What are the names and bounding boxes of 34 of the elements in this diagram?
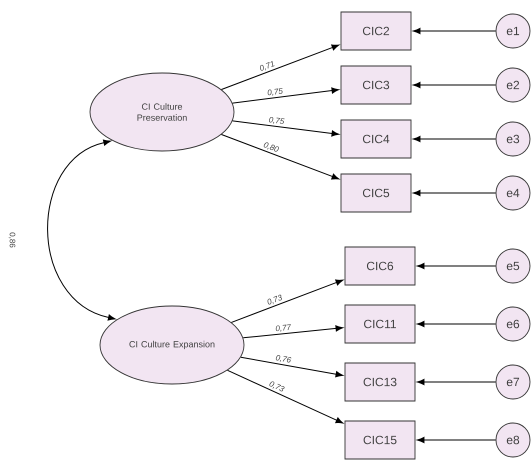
indicator-box: CIC13 [344,362,416,402]
edge-label: 0,76 [274,353,293,365]
arrow [412,136,496,142]
arrow [232,120,340,137]
indicator-box: CIC2 [340,12,412,50]
arrow [416,262,496,270]
arrow [220,44,340,90]
arrow [412,28,496,34]
edge-label: 0,73 [266,379,286,394]
arrow [240,356,344,378]
indicator-box: CIC11 [344,304,416,344]
edge-label: 0,80 [261,140,281,155]
arrow [416,378,496,386]
arrow [220,134,340,180]
edge-label: 0,73 [264,292,284,308]
arrow [242,325,344,338]
edge-label: 0,75 [267,116,286,126]
arrow [412,190,496,196]
indicator-box: CIC15 [344,420,416,460]
indicator-box: CIC5 [340,174,412,212]
arrow [227,370,344,424]
edge-label: 0,86 [8,231,16,249]
indicator-box: CIC4 [340,120,412,158]
indicator-box: CIC6 [344,246,416,286]
edge-label: 0,77 [274,323,292,334]
arrow [232,87,340,104]
arrow [416,436,496,444]
arrow [230,280,344,323]
arrow [416,320,496,328]
indicator-box: CIC3 [340,66,412,104]
edge-label: 0,71 [257,59,277,74]
arrow [412,82,496,88]
edge-label: 0,75 [266,86,284,98]
correlation-arrow [47,140,116,321]
